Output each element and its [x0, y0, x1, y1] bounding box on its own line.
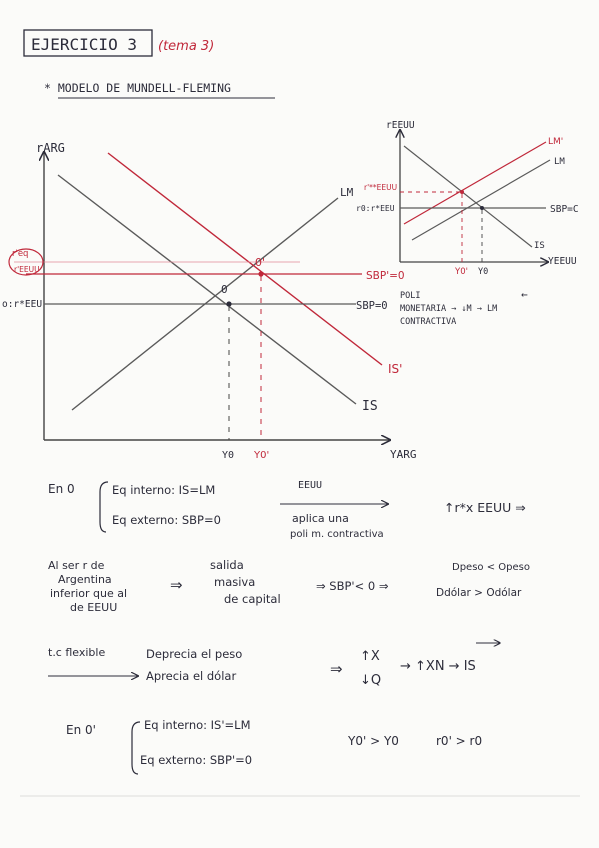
main-x-axis-label: YARG — [390, 448, 417, 461]
block2-left-3: inferior que al — [50, 587, 127, 600]
block3-mid-1: ↑X — [360, 649, 380, 664]
small-sbp-label: SBP=C — [550, 204, 579, 215]
block2-arrow-1: ⇒ — [170, 576, 183, 594]
main-is-prime-curve — [107, 152, 383, 366]
main-r-eeuu-label: o:r*EEU — [2, 299, 42, 310]
block2-arrow-2: ⇒ SBP'< 0 ⇒ — [316, 579, 389, 593]
main-lm-label: LM — [340, 186, 354, 199]
main-req-circle — [8, 248, 44, 276]
page-title: EJERCICIO 3 — [31, 35, 137, 54]
block1-brace — [99, 481, 109, 533]
notes-block-2: Al ser r de Argentina inferior que al de… — [48, 558, 530, 614]
main-y-axis-label: rARG — [36, 141, 65, 155]
main-sbp-label: SBP=0 — [356, 300, 388, 312]
block2-right-2: Ddólar > Odólar — [436, 587, 522, 599]
block3-line-2: Aprecia el dólar — [146, 669, 236, 683]
small-y0-label: Y0 — [478, 267, 488, 277]
block2-left-1: Al ser r de — [48, 559, 105, 572]
small-note-arrow: ← — [521, 288, 528, 301]
block3-arrow: ⇒ — [330, 660, 343, 678]
small-is-label: IS — [534, 241, 545, 251]
block2-left-2: Argentina — [58, 573, 112, 586]
main-is-curve — [57, 174, 357, 405]
block4-eq1: Eq interno: IS'=LM — [144, 718, 251, 732]
block2-mid-1: salida — [210, 558, 244, 572]
small-note-line-2: MONETARIA → ↓M → LM — [400, 304, 497, 314]
block1-arrow-top: EEUU — [298, 480, 322, 491]
main-point-0-prime — [258, 271, 264, 277]
block4-brace — [131, 721, 141, 775]
small-chart: rEEUU YEEUU IS LM LM' SBP=C r'**EEUU r0:… — [356, 120, 579, 327]
main-point-0-label: 0 — [221, 283, 228, 296]
main-sbp-prime-label: SBP'=0 — [366, 270, 405, 282]
block4-res-1: Y0' > Y0 — [347, 734, 399, 748]
main-chart: rARG YARG LM IS IS' SBP=0 SBP'=0 r'eq r'… — [2, 141, 417, 461]
block2-left-4: de EEUU — [70, 601, 117, 614]
block4-res-2: r0' > r0 — [436, 734, 482, 748]
block3-tc: t.c flexible — [48, 646, 105, 659]
page-subtitle: (tema 3) — [158, 39, 214, 54]
block4-en: En 0' — [66, 723, 96, 737]
block2-mid-2: masiva — [214, 575, 255, 589]
block4-eq2: Eq externo: SBP'=0 — [140, 753, 252, 767]
block1-eq2: Eq externo: SBP=0 — [112, 513, 221, 527]
small-lm-label: LM — [554, 157, 565, 167]
block1-en: En 0 — [48, 482, 75, 496]
small-note-line-1: POLI — [400, 291, 420, 301]
title-box — [23, 29, 153, 57]
main-point-0-prime-label: 0' — [255, 256, 265, 269]
notes-block-1: En 0 Eq interno: IS=LM Eq externo: SBP=0… — [48, 480, 526, 540]
main-req-label: r'eq — [12, 249, 28, 259]
main-y0-prime-label: Y0' — [253, 450, 269, 461]
main-r-eeuu-prime-label: r'EEUU — [14, 265, 40, 274]
block3-mid-2: ↓Q — [360, 673, 381, 688]
block1-eq1: Eq interno: IS=LM — [112, 483, 215, 497]
small-lm-prime-curve — [403, 141, 547, 225]
small-point-0 — [480, 206, 484, 210]
notes-block-3: t.c flexible Deprecia el peso Aprecia el… — [48, 643, 500, 688]
block2-mid-3: de capital — [224, 592, 281, 606]
small-is-curve — [403, 145, 533, 248]
small-r-prime-label: r'**EEUU — [364, 183, 397, 192]
notes-block-4: En 0' Eq interno: IS'=LM Eq externo: SBP… — [66, 718, 482, 775]
block3-line-1: Deprecia el peso — [146, 647, 242, 661]
small-note-line-3: CONTRACTIVA — [400, 317, 456, 327]
model-heading: * MODELO DE MUNDELL-FLEMING — [44, 81, 231, 95]
main-is-prime-label: IS' — [388, 362, 402, 376]
small-lm-prime-label: LM' — [548, 137, 563, 147]
main-y0-label: Y0 — [222, 450, 234, 461]
small-x-axis-label: YEEUU — [548, 256, 577, 267]
main-is-label: IS — [362, 399, 378, 414]
small-point-0-prime — [460, 190, 464, 194]
block1-arrow-bottom-2: poli m. contractiva — [290, 529, 384, 540]
block2-right-1: Dpeso < Opeso — [452, 562, 530, 573]
block1-arrow-bottom-1: aplica una — [292, 512, 349, 525]
small-y0-prime-label: Y0' — [454, 267, 468, 277]
block1-result: ↑r*x EEUU ⇒ — [444, 500, 526, 515]
small-r0-label: r0:r*EEU — [356, 204, 395, 213]
block3-result: → ↑XN → IS — [400, 659, 476, 674]
main-point-0 — [226, 301, 232, 307]
small-y-axis-label: rEEUU — [386, 120, 415, 131]
small-lm-curve — [411, 159, 551, 241]
